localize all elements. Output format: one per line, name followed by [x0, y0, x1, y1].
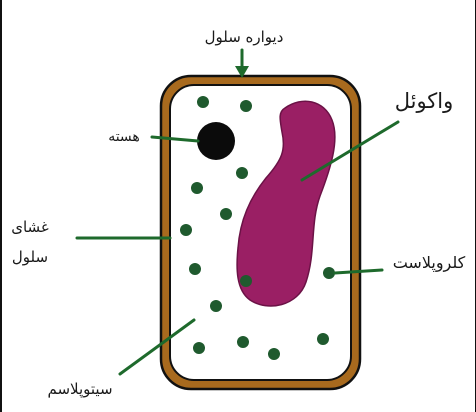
chloroplast-dot	[323, 267, 335, 279]
chloroplast-dot	[240, 275, 252, 287]
cell-wall-label: دیواره سلول	[205, 28, 284, 46]
nucleus	[197, 122, 235, 160]
chloroplast-dot	[220, 208, 232, 220]
membrane-label-line2: سلول	[12, 248, 48, 266]
chloroplast-dot	[240, 100, 252, 112]
chloroplast-dot	[197, 96, 209, 108]
nucleus-label: هسته	[108, 129, 140, 145]
chloroplast-label: کلروپلاست	[393, 253, 466, 273]
cytoplasm-label: سیتوپلاسم	[47, 380, 112, 399]
chloroplast-dot	[317, 333, 329, 345]
chloroplast-dot	[180, 224, 192, 236]
chloroplast-dot	[236, 167, 248, 179]
vacuole-label: واکوئل	[395, 89, 454, 113]
chloroplast-dot	[237, 336, 249, 348]
membrane-label-line1: غشای	[11, 218, 49, 236]
chloroplast-dot	[210, 300, 222, 312]
chloroplast-dot	[189, 263, 201, 275]
chloroplast-dot	[193, 342, 205, 354]
chloroplast-dot	[268, 348, 280, 360]
chloroplast-dot	[191, 182, 203, 194]
